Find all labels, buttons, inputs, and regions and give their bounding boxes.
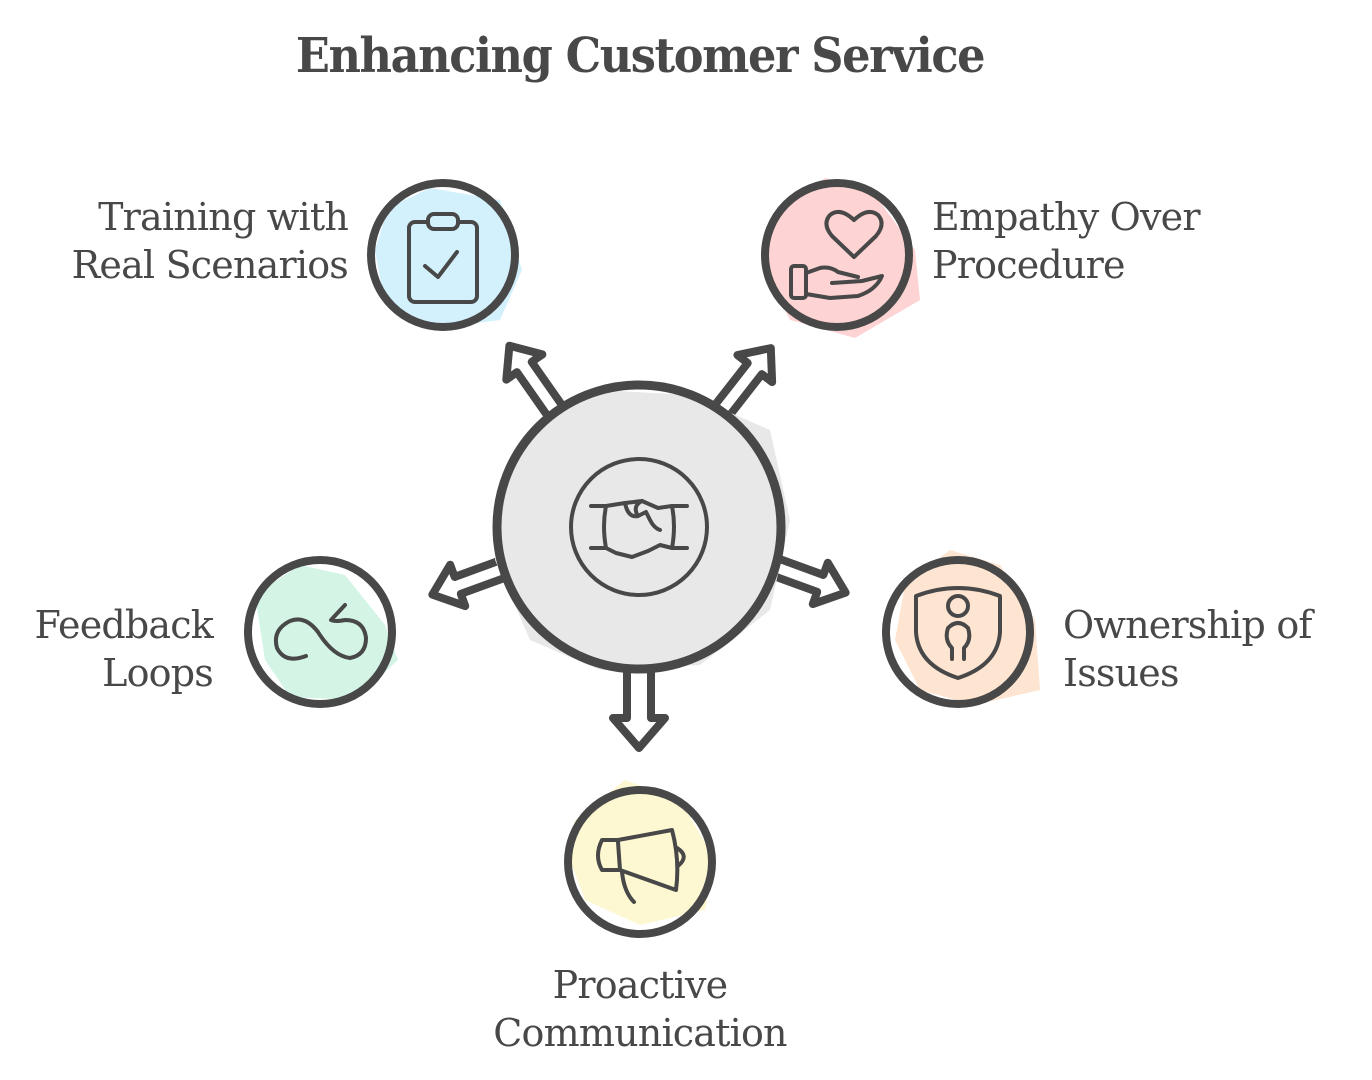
arrow-to-empathy (712, 344, 777, 418)
hand-heart-icon (789, 209, 884, 300)
diagram-title: Enhancing Customer Service (295, 28, 986, 84)
node-training[interactable] (367, 179, 522, 331)
arrow-to-ownership (770, 555, 850, 609)
proactive-circle (564, 786, 716, 938)
label-empathy: Empathy Over Procedure (932, 193, 1201, 289)
loop-icon (273, 603, 368, 661)
ownership-circle (882, 556, 1034, 708)
label-proactive-line-1: Proactive (552, 963, 729, 1007)
node-feedback[interactable] (244, 556, 398, 708)
node-ownership[interactable] (882, 550, 1040, 708)
training-circle (367, 179, 519, 331)
label-training: Training with Real Scenarios (30, 193, 349, 289)
node-empathy[interactable] (761, 178, 920, 338)
label-proactive: Proactive Communication (440, 961, 840, 1057)
label-empathy-line-1: Empathy Over (932, 195, 1201, 239)
node-proactive[interactable] (564, 780, 716, 938)
label-ownership: Ownership of Issues (1063, 601, 1312, 697)
clipboard-check-icon (407, 212, 479, 304)
label-empathy-line-2: Procedure (932, 243, 1125, 287)
label-training-line-2: Real Scenarios (71, 243, 349, 287)
center-fill-blob (495, 390, 790, 670)
center-node (492, 380, 790, 674)
label-ownership-line-2: Issues (1063, 651, 1179, 695)
label-training-line-1: Training with (98, 195, 349, 239)
label-feedback: Feedback Loops (0, 601, 214, 697)
center-circle (492, 380, 786, 674)
label-ownership-line-1: Ownership of (1063, 603, 1312, 647)
arrow-to-feedback (428, 557, 508, 611)
feedback-fill-blob (255, 565, 398, 700)
arrow-to-training (502, 341, 565, 418)
proactive-fill-blob (568, 780, 715, 925)
empathy-circle (761, 179, 913, 331)
label-feedback-line-2: Loops (102, 651, 214, 695)
label-proactive-line-2: Communication (493, 1011, 787, 1055)
shield-person-icon (914, 586, 1002, 680)
megaphone-icon (596, 828, 686, 904)
handshake-icon (589, 499, 689, 559)
arrow-to-proactive (609, 668, 669, 752)
feedback-circle (244, 556, 396, 708)
center-inner-circle (569, 457, 709, 597)
label-feedback-line-1: Feedback (34, 603, 214, 647)
